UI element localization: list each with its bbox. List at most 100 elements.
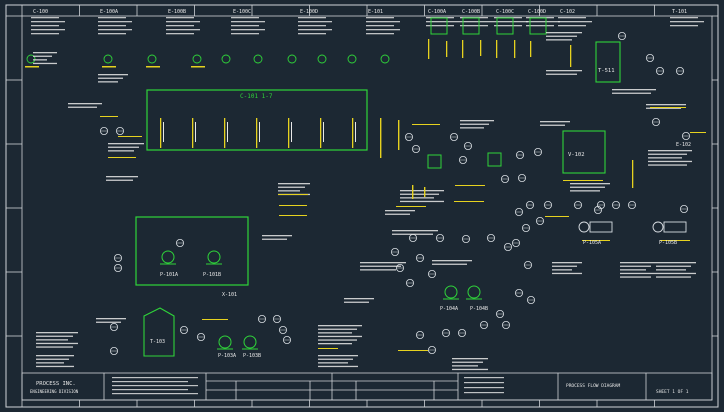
- highlight-line: [455, 185, 485, 186]
- annotation-line: [318, 362, 348, 364]
- annotation-line: [552, 262, 582, 264]
- instrument-tag-bar: [102, 66, 116, 68]
- header-detail-line: [98, 21, 132, 23]
- instrument-tag-bar: [191, 66, 205, 68]
- highlight-line: [424, 187, 426, 197]
- highlight-lines: [100, 39, 706, 351]
- header-detail-line: [98, 33, 126, 35]
- tray-label: [227, 122, 228, 142]
- annotation-line: [400, 197, 434, 199]
- annotation-line: [68, 106, 97, 108]
- annotation-line: [318, 328, 357, 330]
- tray-label: [259, 122, 260, 142]
- annotation-line: [656, 265, 691, 267]
- tray-label: [291, 122, 292, 142]
- mid-equipment-squares: [427, 152, 502, 169]
- annotation-line: [620, 265, 651, 267]
- annotation-line: [278, 186, 305, 188]
- annotation-line: [656, 272, 696, 275]
- header-detail-line: [231, 29, 265, 31]
- tray-marker: [160, 118, 162, 148]
- highlight-line: [690, 132, 706, 133]
- annotation-line: [33, 55, 52, 57]
- tray-marker: [288, 118, 290, 148]
- annotation-line: [552, 272, 582, 275]
- equip-box-1: [430, 17, 448, 35]
- instrument-circle: [347, 54, 357, 64]
- column-label: C-101 1-7: [240, 93, 273, 100]
- annotation-line: [36, 342, 78, 345]
- header-detail-line: [98, 17, 126, 19]
- header-tag: E-100C: [233, 9, 251, 15]
- annotation-line: [36, 332, 78, 334]
- highlight-line: [545, 216, 569, 217]
- highlight-line: [650, 107, 686, 108]
- annotation-line: [570, 190, 600, 192]
- header-tag: C-100C: [496, 9, 514, 15]
- annotation-line: [570, 186, 605, 188]
- instrument-circle: [192, 54, 202, 64]
- header-detail-line: [366, 29, 400, 31]
- annotation-line: [318, 355, 358, 357]
- instrument-circle: [26, 54, 36, 64]
- highlight-line: [428, 39, 430, 59]
- equip-box-2: [462, 17, 480, 35]
- annotation-line: [98, 77, 123, 79]
- header-detail-line: [98, 25, 126, 27]
- highlight-line: [582, 240, 610, 241]
- annotation-line: [98, 74, 128, 76]
- annotation-line: [432, 260, 472, 262]
- sheet-border-outer: [5, 4, 719, 408]
- title-note-line: [112, 389, 188, 391]
- sheet-number: SHEET 1 OF 1: [656, 389, 689, 395]
- tank-label: T-511: [598, 68, 615, 74]
- annotation-line: [552, 269, 572, 271]
- header-detail-line: [31, 29, 65, 31]
- instrument-circle: [380, 54, 390, 64]
- annotation-line: [36, 335, 73, 337]
- header-detail-line: [366, 21, 400, 23]
- pump-d-label: P-103B: [243, 353, 261, 359]
- highlight-line: [563, 180, 603, 181]
- header-detail-line: [31, 33, 59, 35]
- header-detail-line: [558, 21, 592, 23]
- tank-outline: [595, 41, 621, 83]
- instrument-row-top: [25, 54, 390, 68]
- annotation-line: [33, 62, 57, 65]
- exchanger-label: E-102: [676, 142, 691, 148]
- highlight-line: [398, 350, 428, 351]
- equip-box-3: [496, 17, 514, 35]
- title-note-line: [112, 377, 198, 379]
- annotation-line: [540, 124, 565, 126]
- tray-marker: [224, 118, 226, 148]
- annotation-line: [432, 263, 467, 265]
- pump-b: [207, 250, 221, 264]
- highlight-line: [462, 40, 464, 58]
- annotation-line: [552, 265, 577, 267]
- header-tag: T-101: [672, 9, 687, 15]
- header-detail-line: [670, 25, 698, 27]
- annotation-line: [278, 183, 310, 185]
- highlight-line: [318, 348, 338, 349]
- header-detail-line: [460, 25, 488, 27]
- annotation-line: [648, 157, 682, 159]
- header-tag: E-100A: [100, 9, 118, 15]
- annotation-line: [460, 123, 489, 125]
- annotation-line: [612, 89, 656, 91]
- title-note-line: [112, 393, 198, 395]
- header-detail-line: [31, 17, 59, 19]
- annotation-line: [106, 179, 133, 181]
- annotation-line: [36, 339, 68, 341]
- annotation-line: [318, 332, 352, 334]
- header-detail-line: [426, 21, 460, 23]
- highlight-line: [446, 41, 448, 57]
- box-label: X-101: [222, 292, 237, 298]
- tray-label: [163, 122, 164, 142]
- instrument-circle: [287, 54, 297, 64]
- header-detail-line: [166, 21, 200, 23]
- header-detail-line: [526, 21, 560, 23]
- tray-marker: [192, 118, 194, 148]
- annotation-line: [452, 368, 488, 371]
- column-tray-markers: [160, 118, 356, 148]
